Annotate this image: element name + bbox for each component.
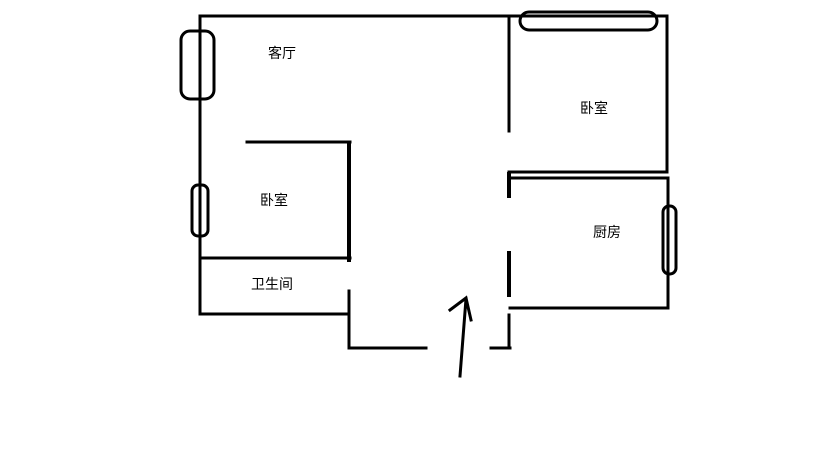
kitchen-window xyxy=(661,204,678,276)
right-bedroom-label: 卧室 xyxy=(580,100,608,117)
entrance-arrow-icon xyxy=(447,295,473,378)
kitchen-label: 厨房 xyxy=(593,225,621,241)
left-bedroom-window xyxy=(190,183,210,238)
right-bedroom-window xyxy=(518,10,659,32)
walls xyxy=(198,14,670,350)
left-bedroom-label: 卧室 xyxy=(260,192,288,209)
windows xyxy=(179,10,678,276)
bathroom-label: 卫生间 xyxy=(251,277,293,293)
living-room-window xyxy=(179,29,216,101)
living-room-label: 客厅 xyxy=(268,45,296,62)
